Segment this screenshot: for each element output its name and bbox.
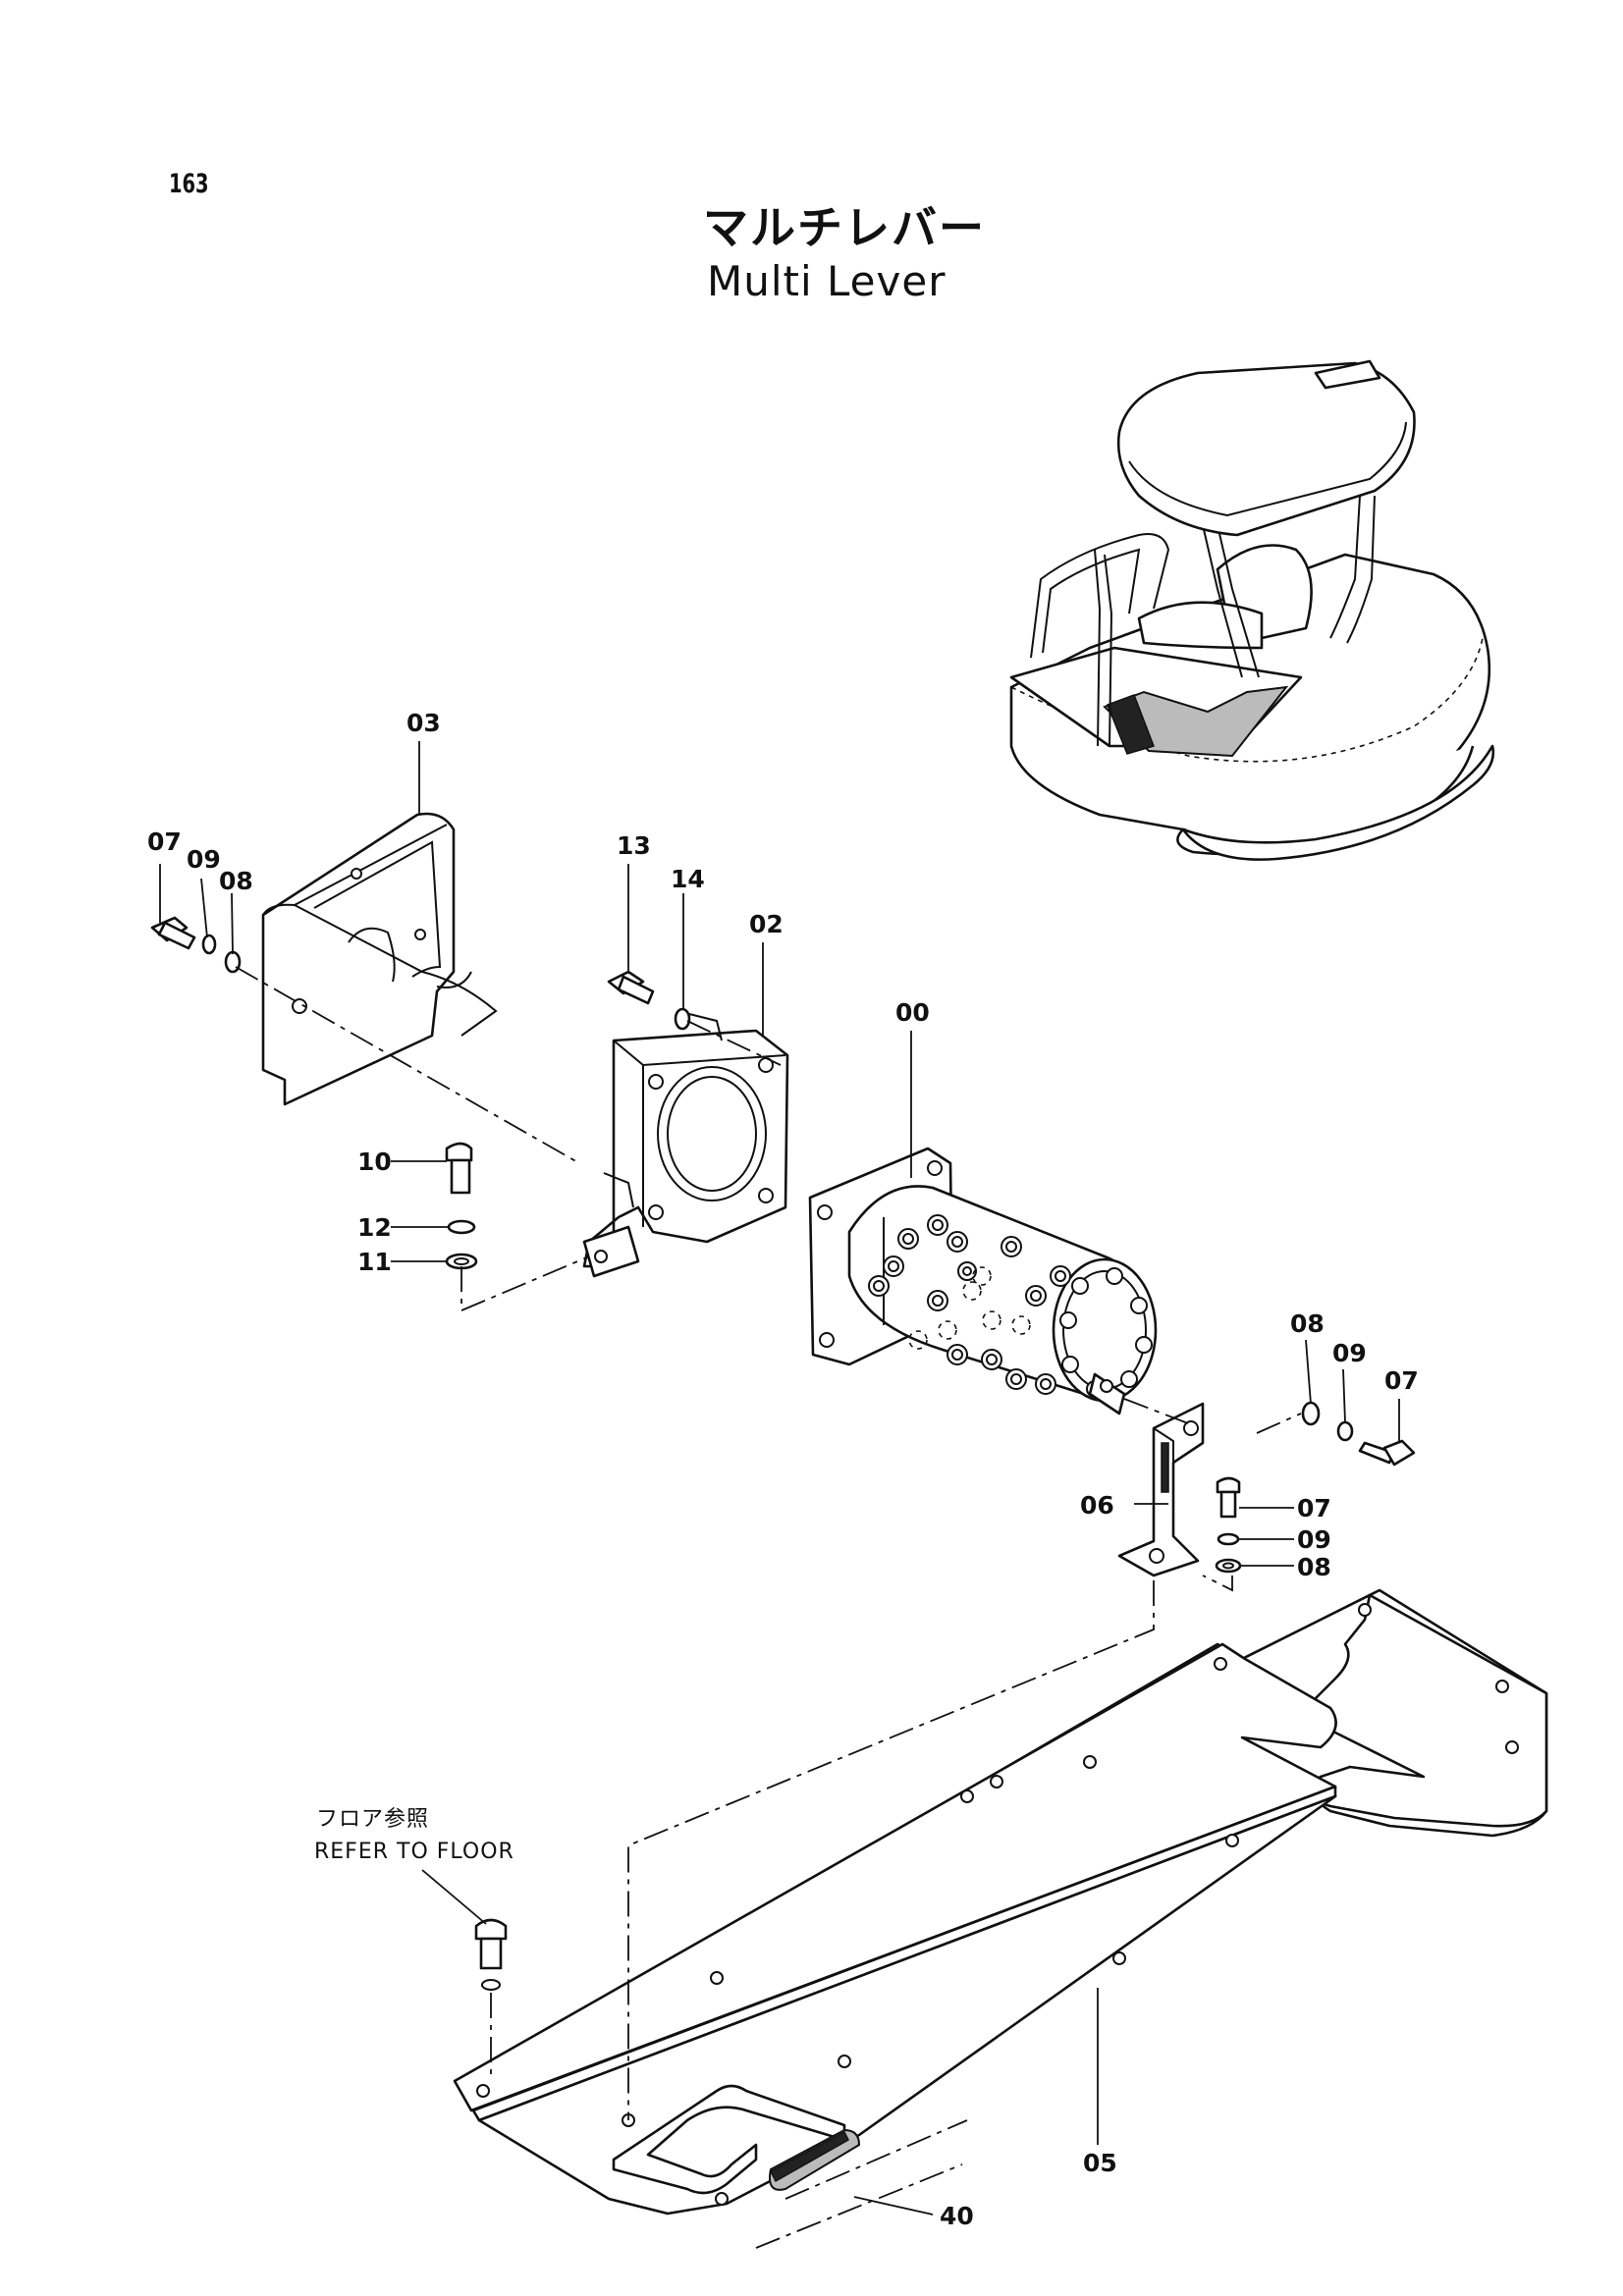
callout-40: 40	[940, 2202, 974, 2230]
part-40-grip-pad	[769, 2128, 861, 2191]
callout-08-left: 08	[219, 867, 253, 895]
part-06-bracket	[1117, 1402, 1205, 1577]
callout-05: 05	[1083, 2149, 1117, 2177]
callout-labels: 03 07 09 08 13 14 02 00 10 12 11 08 09 0…	[147, 709, 1419, 2230]
callout-07-lower: 07	[1297, 1494, 1331, 1522]
leader-lines	[159, 741, 1400, 2216]
title-english: Multi Lever	[707, 257, 947, 305]
callout-13: 13	[617, 831, 651, 860]
callout-09-lower: 09	[1297, 1525, 1331, 1554]
callout-10: 10	[357, 1148, 392, 1176]
callout-11: 11	[357, 1248, 392, 1276]
assembly-lines	[235, 966, 1302, 2249]
title-japanese: マルチレバー	[703, 201, 986, 254]
callout-09-right: 09	[1332, 1339, 1367, 1367]
part-00-multi-lever-valve	[808, 1147, 1158, 1415]
machine-overview-illustration	[1009, 359, 1495, 861]
callout-03: 03	[406, 709, 441, 737]
page-number: 163	[169, 169, 209, 199]
callout-00: 00	[895, 998, 930, 1027]
callout-02: 02	[749, 910, 784, 938]
part-03-cover	[261, 812, 498, 1106]
refer-note-english: REFER TO FLOOR	[314, 1840, 514, 1864]
refer-note-japanese: フロア参照	[316, 1807, 429, 1832]
part-02-bracket	[582, 1010, 789, 1278]
callout-08-lower: 08	[1297, 1553, 1331, 1581]
callout-14: 14	[671, 865, 705, 893]
callout-12: 12	[357, 1213, 392, 1242]
refer-to-floor-note: フロア参照 REFER TO FLOOR	[314, 1807, 514, 1864]
callout-06: 06	[1080, 1491, 1114, 1520]
callout-08-right: 08	[1290, 1309, 1325, 1338]
callout-09-left: 09	[187, 845, 221, 874]
callout-07-right: 07	[1384, 1366, 1419, 1395]
part-05-floor-plate	[453, 1588, 1548, 2216]
callout-07-left: 07	[147, 828, 182, 856]
valve-port-holes	[868, 1214, 1153, 1398]
